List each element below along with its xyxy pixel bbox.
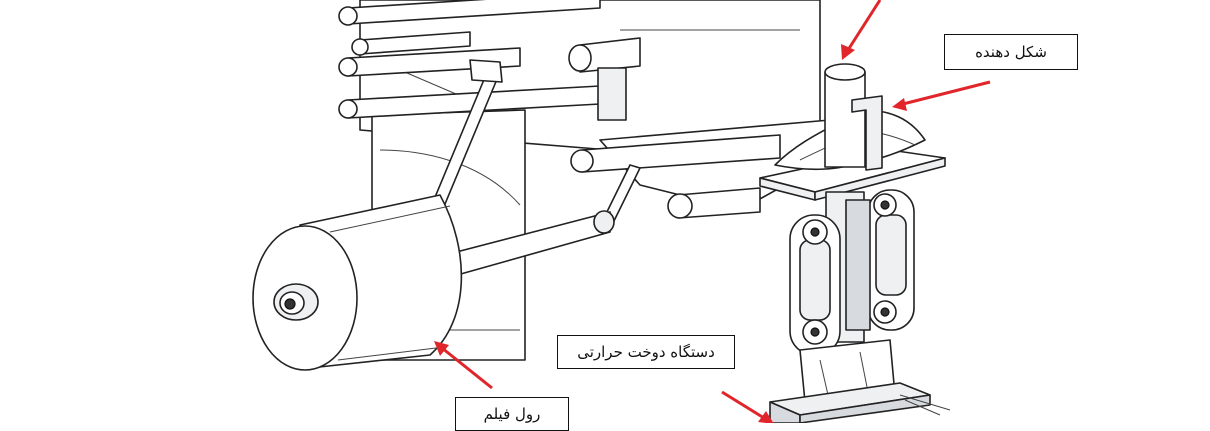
former (759, 63, 946, 201)
film-roll-label: رول فیلم (455, 397, 569, 431)
arrow-heat-sealer (721, 390, 774, 423)
film-roll (252, 194, 463, 371)
belt-drive (789, 189, 915, 356)
heat-sealer (769, 339, 951, 423)
guide-roller (570, 134, 781, 226)
arrow-former (892, 80, 991, 111)
arrow-top (841, 0, 882, 60)
heat-sealer-label: دستگاه دوخت حرارتی (557, 335, 735, 369)
arrow-film-roll (434, 341, 493, 390)
former-label: شکل دهنده (944, 34, 1078, 70)
